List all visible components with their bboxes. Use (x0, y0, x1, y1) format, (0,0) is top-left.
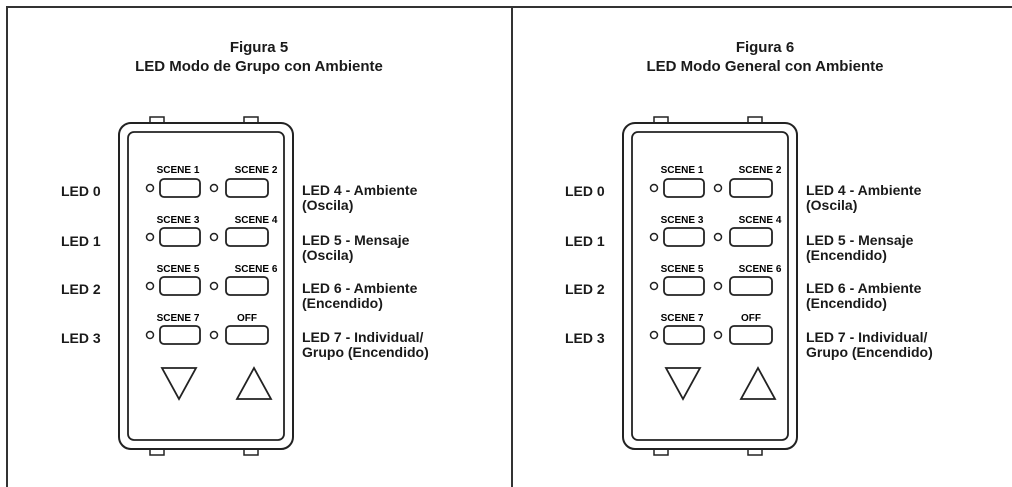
scene-3-button[interactable] (159, 227, 201, 247)
scene-1-button[interactable] (663, 178, 705, 198)
off-label: OFF (741, 313, 761, 324)
raise-arrow-button[interactable] (739, 366, 777, 400)
led-3-label: LED 3 (565, 330, 605, 346)
panel-divider (511, 6, 513, 487)
led-3-indicator (145, 330, 155, 340)
scene-7-label: SCENE 7 (157, 313, 200, 324)
led-1-indicator (145, 232, 155, 242)
led-3-indicator (649, 330, 659, 340)
led-1-label: LED 1 (565, 233, 605, 249)
led-4-indicator (713, 183, 723, 193)
keypad-device: SCENE 1 SCENE 2 SCENE 3 SCENE 4 SCENE 5 … (118, 116, 294, 456)
led-5-description: LED 5 - Mensaje (Encendido) (806, 232, 914, 263)
scene-6-button[interactable] (225, 276, 269, 296)
keypad-inner-frame (127, 131, 285, 441)
raise-arrow-button[interactable] (235, 366, 273, 400)
figure-5-caption: LED Modo de Grupo con Ambiente (135, 58, 383, 75)
figure-5-number: Figura 5 (229, 39, 289, 56)
scene-5-button[interactable] (159, 276, 201, 296)
scene-4-label: SCENE 4 (235, 215, 278, 226)
led-7-description: LED 7 - Individual/ Grupo (Encendido) (806, 329, 933, 360)
led-6-indicator (713, 281, 723, 291)
scene-1-button[interactable] (159, 178, 201, 198)
scene-3-label: SCENE 3 (157, 215, 200, 226)
scene-5-button[interactable] (663, 276, 705, 296)
led-2-indicator (649, 281, 659, 291)
off-label: OFF (237, 313, 257, 324)
scene-7-button[interactable] (663, 325, 705, 345)
scene-5-label: SCENE 5 (661, 264, 704, 275)
led-5-indicator (713, 232, 723, 242)
keypad-device: SCENE 1 SCENE 2 SCENE 3 SCENE 4 SCENE 5 … (622, 116, 798, 456)
figure-6-caption: LED Modo General con Ambiente (646, 58, 884, 75)
lower-arrow-button[interactable] (160, 367, 198, 401)
led-6-description: LED 6 - Ambiente (Encendido) (806, 280, 922, 311)
led-7-description: LED 7 - Individual/ Grupo (Encendido) (302, 329, 429, 360)
figure-5-title: Figura 5 LED Modo de Grupo con Ambiente (6, 38, 512, 76)
led-6-description: LED 6 - Ambiente (Encendido) (302, 280, 418, 311)
led-5-description: LED 5 - Mensaje (Oscila) (302, 232, 410, 263)
off-button[interactable] (225, 325, 269, 345)
figure-6-panel: Figura 6 LED Modo General con Ambiente L… (512, 0, 1012, 487)
led-4-indicator (209, 183, 219, 193)
led-2-label: LED 2 (565, 281, 605, 297)
led-2-indicator (145, 281, 155, 291)
led-4-description: LED 4 - Ambiente (Oscila) (806, 182, 922, 213)
scene-3-button[interactable] (663, 227, 705, 247)
scene-4-button[interactable] (729, 227, 773, 247)
scene-6-button[interactable] (729, 276, 773, 296)
figure-5-panel: Figura 5 LED Modo de Grupo con Ambiente … (6, 0, 512, 487)
figure-6-number: Figura 6 (735, 39, 795, 56)
scene-5-label: SCENE 5 (157, 264, 200, 275)
led-7-indicator (209, 330, 219, 340)
figure-frame (6, 6, 1012, 487)
scene-1-label: SCENE 1 (157, 165, 200, 176)
scene-2-button[interactable] (729, 178, 773, 198)
scene-7-button[interactable] (159, 325, 201, 345)
led-1-label: LED 1 (61, 233, 101, 249)
off-button[interactable] (729, 325, 773, 345)
led-3-label: LED 3 (61, 330, 101, 346)
keypad-inner-frame (631, 131, 789, 441)
led-4-description: LED 4 - Ambiente (Oscila) (302, 182, 418, 213)
scene-2-button[interactable] (225, 178, 269, 198)
figure-6-title: Figura 6 LED Modo General con Ambiente (512, 38, 1012, 76)
scene-2-label: SCENE 2 (235, 165, 278, 176)
scene-4-label: SCENE 4 (739, 215, 782, 226)
scene-3-label: SCENE 3 (661, 215, 704, 226)
led-0-indicator (145, 183, 155, 193)
led-6-indicator (209, 281, 219, 291)
scene-7-label: SCENE 7 (661, 313, 704, 324)
led-2-label: LED 2 (61, 281, 101, 297)
led-7-indicator (713, 330, 723, 340)
scene-6-label: SCENE 6 (739, 264, 782, 275)
scene-6-label: SCENE 6 (235, 264, 278, 275)
led-0-label: LED 0 (61, 183, 101, 199)
led-1-indicator (649, 232, 659, 242)
led-0-label: LED 0 (565, 183, 605, 199)
lower-arrow-button[interactable] (664, 367, 702, 401)
scene-1-label: SCENE 1 (661, 165, 704, 176)
led-5-indicator (209, 232, 219, 242)
scene-2-label: SCENE 2 (739, 165, 782, 176)
led-0-indicator (649, 183, 659, 193)
scene-4-button[interactable] (225, 227, 269, 247)
